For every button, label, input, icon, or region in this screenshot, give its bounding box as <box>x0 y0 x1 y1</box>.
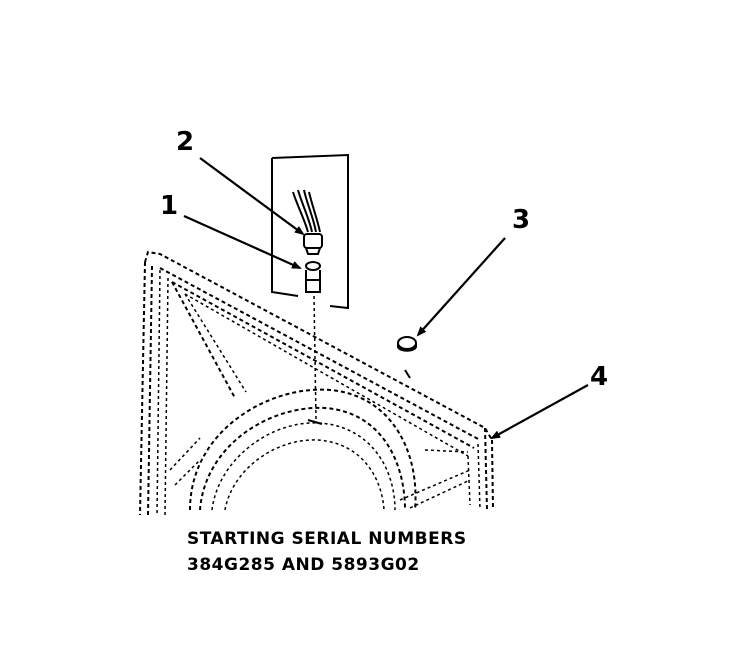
inset-detail <box>271 153 349 425</box>
callout-2: 2 <box>176 127 194 157</box>
caption-line-2: 384G285 AND 5893G02 <box>187 555 420 575</box>
plug-part-3 <box>397 336 417 352</box>
callout-3: 3 <box>512 205 530 235</box>
door-opening <box>169 388 417 511</box>
leader-line-4 <box>490 384 589 439</box>
callout-4: 4 <box>590 362 608 392</box>
callout-1: 1 <box>160 191 178 221</box>
leader-line-1 <box>183 214 302 270</box>
dryer-top-panel <box>139 250 494 516</box>
leader-line-2 <box>199 157 305 236</box>
caption-line-1: STARTING SERIAL NUMBERS <box>187 529 467 549</box>
leader-line-3 <box>416 237 506 337</box>
